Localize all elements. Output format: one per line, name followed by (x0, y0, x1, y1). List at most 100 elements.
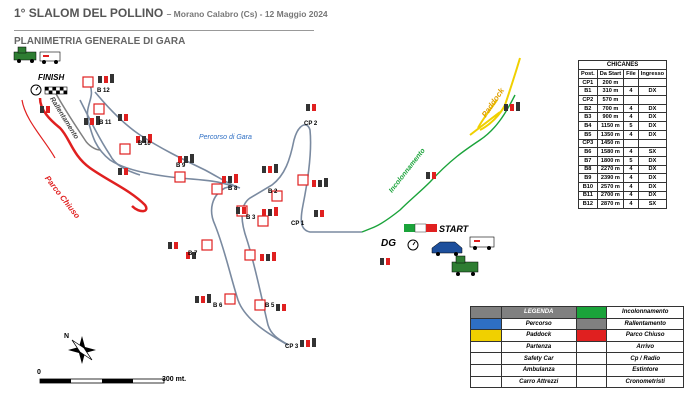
chicane-box (201, 239, 213, 251)
legend-swatch (575, 340, 608, 354)
radio-extinguisher-icon (236, 207, 246, 214)
chicane-cell: SX (637, 147, 668, 157)
legend-label: Incolonnamento (606, 306, 684, 319)
legend-row: Partenza Arrivo (470, 340, 684, 354)
radio-extinguisher-icon (314, 210, 324, 217)
chicanes-header-row: Post. Da Start File Ingresso (578, 69, 668, 79)
start-flag (404, 223, 437, 233)
chicane-cell: B10 (578, 181, 598, 192)
chicanes-caption: CHICANES (577, 60, 668, 70)
legend-label: Partenza (500, 340, 577, 354)
chicane-cell: 2700 m (596, 190, 625, 201)
chicane-cell (637, 138, 668, 149)
b11-label: B 11 (99, 120, 112, 126)
chicane-cell: DX (637, 190, 668, 201)
chicane-cell: 4 (623, 190, 639, 201)
scale-start-label: 0 (37, 369, 41, 376)
chicane-cell: B3 (578, 112, 598, 123)
chicane-cell: 1800 m (596, 155, 625, 166)
radio-extinguisher-icon (186, 252, 196, 259)
legend-label: Arrivo (606, 340, 684, 354)
legend-swatch (575, 306, 608, 319)
b7-label: B 7 (188, 251, 198, 257)
radio-extinguisher-icon (276, 304, 286, 311)
legend-swatch (470, 306, 502, 319)
chicane-cell: DX (637, 86, 668, 97)
chicane-cell (623, 138, 639, 149)
chicane-cell: SX (637, 199, 668, 209)
col-header: File (623, 69, 639, 79)
chicane-box (82, 76, 94, 88)
legend-label: Ambulanza (500, 363, 577, 377)
radio-extinguisher-icon (300, 338, 316, 347)
col-header: Post. (578, 69, 598, 79)
race-title: 1° SLALOM DEL POLLINO – Morano Calabro (… (14, 6, 328, 20)
ambulance-icon (469, 236, 495, 250)
tow-truck-icon (13, 46, 37, 63)
legend-swatch (575, 375, 608, 389)
chicane-cell: B7 (578, 155, 598, 166)
radio-extinguisher-icon (118, 168, 128, 175)
start-label: START (439, 224, 469, 234)
chicane-cell: DX (637, 181, 668, 192)
cp2-label: CP 2 (304, 121, 318, 127)
b10-label: B 10 (138, 141, 151, 147)
radio-extinguisher-icon (306, 104, 316, 111)
chicane-cell: DX (637, 129, 668, 140)
chicane-box (224, 293, 236, 305)
finish-flag (44, 86, 68, 95)
legend-label: Estintore (606, 363, 684, 377)
legend-label: Carro Attrezzi (500, 375, 577, 389)
chicane-cell: 5 (623, 121, 639, 131)
chicane-cell: 2270 m (596, 164, 625, 175)
safety-car-icon (431, 241, 463, 256)
radio-extinguisher-icon (504, 102, 520, 111)
chicane-cell (637, 95, 668, 105)
chicane-box (254, 299, 266, 311)
col-header: Ingresso (637, 69, 668, 79)
chicane-cell: 4 (623, 103, 639, 114)
north-label: N (64, 333, 70, 340)
legend-label: Cronometristi (606, 375, 684, 389)
chicane-box (119, 143, 131, 155)
chicane-cell: 4 (623, 164, 639, 175)
cp1-label: CP 1 (291, 221, 305, 227)
legend-label: Parco Chiuso (606, 329, 684, 342)
radio-extinguisher-icon (262, 207, 278, 216)
legend-swatch (470, 340, 502, 354)
legend-swatch (575, 363, 608, 377)
legend-swatch (575, 352, 608, 365)
chicane-cell: DX (637, 173, 668, 183)
title-divider (14, 30, 314, 31)
scale-end-label: 300 mt. (162, 376, 187, 383)
legend-label: LEGENDA (500, 306, 577, 319)
legend-swatch (470, 363, 502, 377)
chicane-cell: B11 (578, 190, 598, 201)
chicane-cell: DX (637, 121, 668, 131)
radio-extinguisher-icon (98, 74, 114, 83)
rallentamento-road (54, 91, 101, 151)
cp3-label: CP 3 (285, 344, 299, 350)
chicane-boxes (82, 76, 309, 311)
legend-label: Safety Car (500, 352, 577, 365)
chicane-cell: DX (637, 155, 668, 166)
legend-row: Carro Attrezzi Cronometristi (470, 375, 684, 389)
b9-label: B 9 (176, 163, 186, 169)
chicane-box (93, 103, 105, 115)
chicane-cell: 310 m (596, 86, 625, 97)
parco-chiuso-road-2 (21, 99, 56, 159)
chicane-cell: B1 (578, 86, 598, 97)
b8-label: B 8 (228, 186, 238, 192)
chicane-box (271, 190, 283, 202)
